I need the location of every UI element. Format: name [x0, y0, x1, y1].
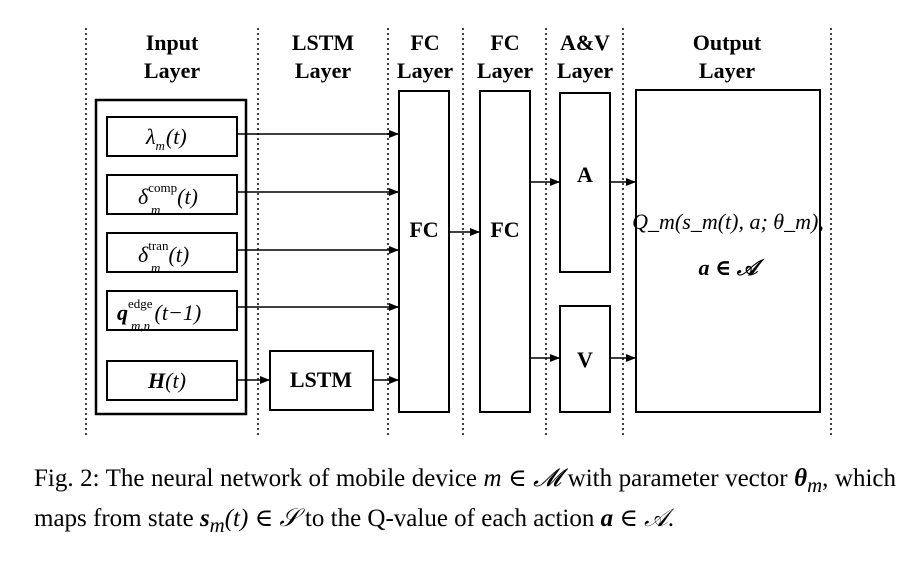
input-label-lambda: λm(t)	[145, 124, 187, 153]
input-box-delta-comp	[106, 174, 238, 215]
value-block	[559, 305, 611, 413]
input-layer-title-2: Layer	[144, 58, 200, 83]
figure-caption: Fig. 2: The neural network of mobile dev…	[34, 465, 896, 537]
fc2-layer-title-2: Layer	[477, 58, 533, 83]
av-layer-title-1: A&V	[560, 30, 610, 55]
fc2-block-label: FC	[490, 217, 519, 242]
lstm-block-label: LSTM	[290, 367, 353, 392]
av-layer-title-2: Layer	[557, 58, 613, 83]
lstm-layer-title-2: Layer	[295, 58, 351, 83]
input-label-q-edge: qedge(t−1)	[117, 296, 201, 325]
lstm-layer-title-1: LSTM	[292, 30, 355, 55]
layer-headers: Input Layer LSTM Layer FC Layer FC Layer…	[144, 30, 762, 83]
fc2-block	[479, 90, 531, 413]
input-box-lambda	[106, 116, 238, 157]
input-labels: λm(t) δcomp(t) m δtran(t) m qedge(t−1) m…	[117, 124, 201, 393]
output-layer-title-2: Layer	[699, 58, 755, 83]
input-boxes	[106, 116, 238, 401]
fc2-layer-title-1: FC	[490, 30, 519, 55]
fc1-block	[398, 90, 450, 413]
output-layer-title-1: Output	[693, 30, 762, 55]
fc1-layer-title-1: FC	[410, 30, 439, 55]
input-label-h: H(t)	[147, 368, 186, 393]
value-block-label: V	[577, 347, 593, 372]
input-label-delta-comp: δcomp(t)	[138, 180, 198, 209]
input-box-delta-tran	[106, 232, 238, 273]
fc1-layer-title-2: Layer	[397, 58, 453, 83]
output-label-line2: a ∈ 𝒜	[698, 255, 765, 280]
input-sub-q-edge: m,n	[131, 318, 150, 333]
advantage-block-label: A	[577, 162, 593, 187]
output-block	[635, 89, 821, 413]
input-box-q-edge	[106, 290, 238, 331]
input-label-delta-tran: δtran(t)	[138, 238, 189, 267]
connections	[237, 130, 636, 384]
output-label-line1: Q_m(s_m(t), a; θ_m),	[632, 209, 824, 234]
input-layer-box	[94, 98, 248, 416]
input-sub-delta-comp: m	[151, 202, 160, 217]
layer-separators	[85, 28, 832, 437]
fc1-block-label: FC	[409, 217, 438, 242]
input-layer-title-1: Input	[146, 30, 199, 55]
input-sub-delta-tran: m	[151, 260, 160, 275]
